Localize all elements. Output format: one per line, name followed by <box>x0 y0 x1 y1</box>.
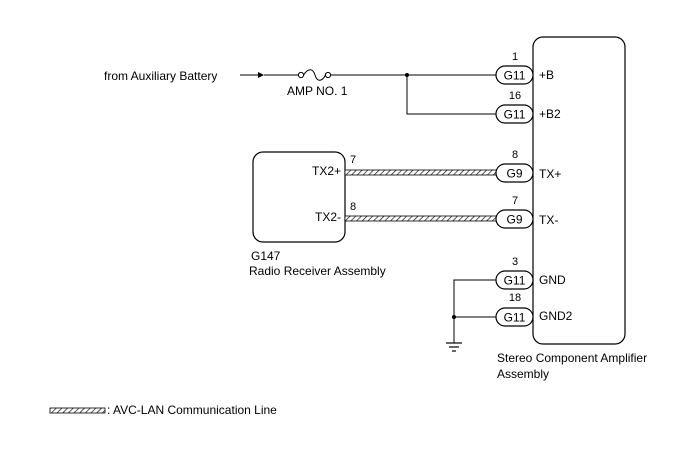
radio-terminal-tx2plus-signal: TX2+ <box>312 164 341 178</box>
radio-terminal-tx2minus-pin: 8 <box>350 201 356 213</box>
terminal-signal-name: GND2 <box>539 309 573 323</box>
b-wire <box>264 73 496 115</box>
connector-pill <box>495 104 534 124</box>
legend-swatch <box>49 407 106 414</box>
connector-pill <box>495 270 534 290</box>
terminal-signal-name: +B <box>539 68 554 82</box>
terminal-pin-number: 18 <box>509 292 521 304</box>
terminal-b: 1 G11 +B <box>495 51 554 85</box>
terminal-pin-number: 7 <box>512 195 518 207</box>
avc-lan-line-txplus <box>344 169 498 176</box>
amplifier-name-line1: Stereo Component Amplifier <box>497 351 647 365</box>
radio-connector-code: G147 <box>251 249 281 263</box>
connector-code: G11 <box>504 108 526 122</box>
connector-code: G11 <box>504 69 526 83</box>
terminal-signal-name: GND <box>539 273 566 287</box>
terminal-pin-number: 8 <box>512 149 518 161</box>
ground-icon <box>446 342 462 352</box>
terminal-txplus: 8 G9 TX+ <box>495 149 561 183</box>
terminal-signal-name: TX+ <box>539 167 561 181</box>
avc-lan-line-txminus <box>344 215 498 222</box>
amplifier-box <box>532 36 626 345</box>
amplifier-name-line2: Assembly <box>497 367 549 381</box>
connector-pill <box>495 307 534 327</box>
terminal-gnd2: 18 G11 GND2 <box>495 292 573 327</box>
connector-code: G9 <box>506 213 522 227</box>
connector-pill <box>495 163 534 183</box>
ground-wire <box>452 279 496 343</box>
legend-text: : AVC-LAN Communication Line <box>107 403 277 417</box>
connector-code: G11 <box>504 311 526 325</box>
connector-code: G9 <box>506 167 522 181</box>
terminal-txminus: 7 G9 TX- <box>495 195 558 229</box>
terminal-signal-name: TX- <box>539 213 558 227</box>
source-label: from Auxiliary Battery <box>104 69 217 83</box>
terminal-signal-name: +B2 <box>539 107 561 121</box>
fuse-label: AMP NO. 1 <box>287 84 348 98</box>
radio-terminal-tx2minus-signal: TX2- <box>315 210 341 224</box>
source-arrow <box>240 72 264 78</box>
terminal-pin-number: 16 <box>509 90 521 102</box>
radio-terminal-tx2plus-pin: 7 <box>350 154 356 166</box>
terminal-pin-number: 1 <box>512 51 518 63</box>
radio-receiver-box <box>252 151 346 243</box>
connector-pill <box>495 65 534 85</box>
connector-code: G11 <box>504 274 526 288</box>
radio-receiver-name: Radio Receiver Assembly <box>249 264 386 278</box>
fuse-symbol <box>297 69 332 81</box>
terminal-pin-number: 3 <box>512 256 518 268</box>
connector-pill <box>495 209 534 229</box>
terminal-b2: 16 G11 +B2 <box>495 90 561 124</box>
terminal-gnd: 3 G11 GND <box>495 256 566 290</box>
